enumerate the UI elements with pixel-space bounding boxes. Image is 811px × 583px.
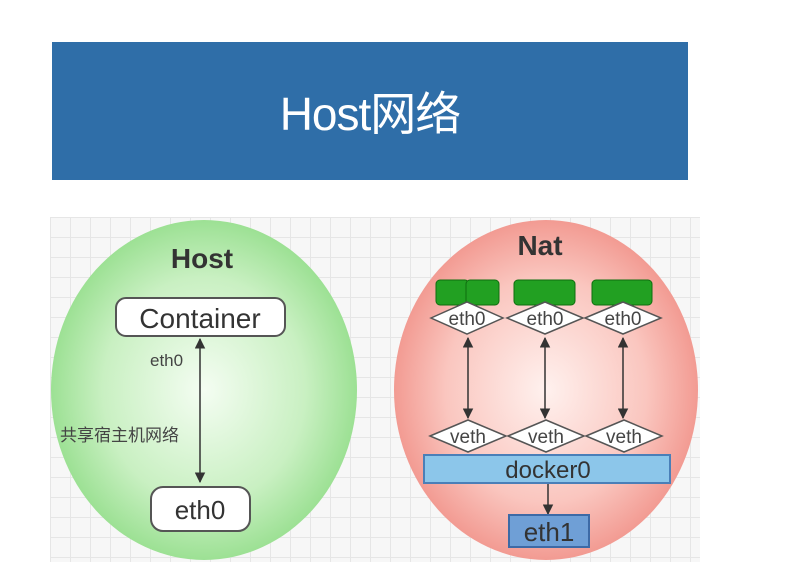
nat-circle (394, 220, 698, 560)
eth1-box (508, 514, 590, 548)
container-box (115, 297, 286, 337)
nat-title: Nat (517, 230, 562, 261)
nat-eth0-diamond-2 (505, 301, 585, 335)
nat-eth0-diamond-3 (583, 301, 663, 335)
nat-veth-label-3: veth (606, 427, 642, 448)
nat-container-1 (435, 279, 500, 306)
nat-veth-diamond-2 (506, 419, 586, 453)
nat-veth-label-1: veth (450, 427, 486, 448)
host-eth0-box (150, 486, 251, 532)
nat-veth-diamond-3 (584, 419, 664, 453)
share-host-network-label: 共享宿主机网络 (60, 426, 179, 445)
eth1-label: eth1 (524, 517, 575, 547)
nat-eth0-diamond-1 (429, 301, 505, 335)
host-eth0-bottom-label: eth0 (175, 495, 226, 525)
nat-veth-label-2: veth (528, 427, 564, 448)
docker0-bridge-bar (423, 454, 671, 484)
banner-title: Host网络 (279, 88, 462, 140)
nat-container-3 (591, 279, 653, 306)
host-title: Host (171, 243, 233, 274)
nat-network-group: Nat eth0 eth0 eth0 veth veth veth docker… (394, 220, 698, 560)
title-banner: Host网络 (52, 42, 688, 180)
nat-eth0-label-3: eth0 (605, 309, 642, 330)
container-label: Container (139, 303, 260, 334)
nat-container-block (435, 279, 470, 306)
host-eth0-top-label: eth0 (150, 351, 183, 370)
nat-container-block (465, 279, 500, 306)
nat-container-2 (513, 279, 576, 306)
nat-veth-diamond-1 (428, 419, 508, 453)
host-network-group: Host Container eth0 共享宿主机网络 eth0 (51, 220, 357, 560)
nat-eth0-label-1: eth0 (449, 309, 486, 330)
nat-eth0-label-2: eth0 (527, 309, 564, 330)
docker0-label: docker0 (505, 457, 590, 484)
